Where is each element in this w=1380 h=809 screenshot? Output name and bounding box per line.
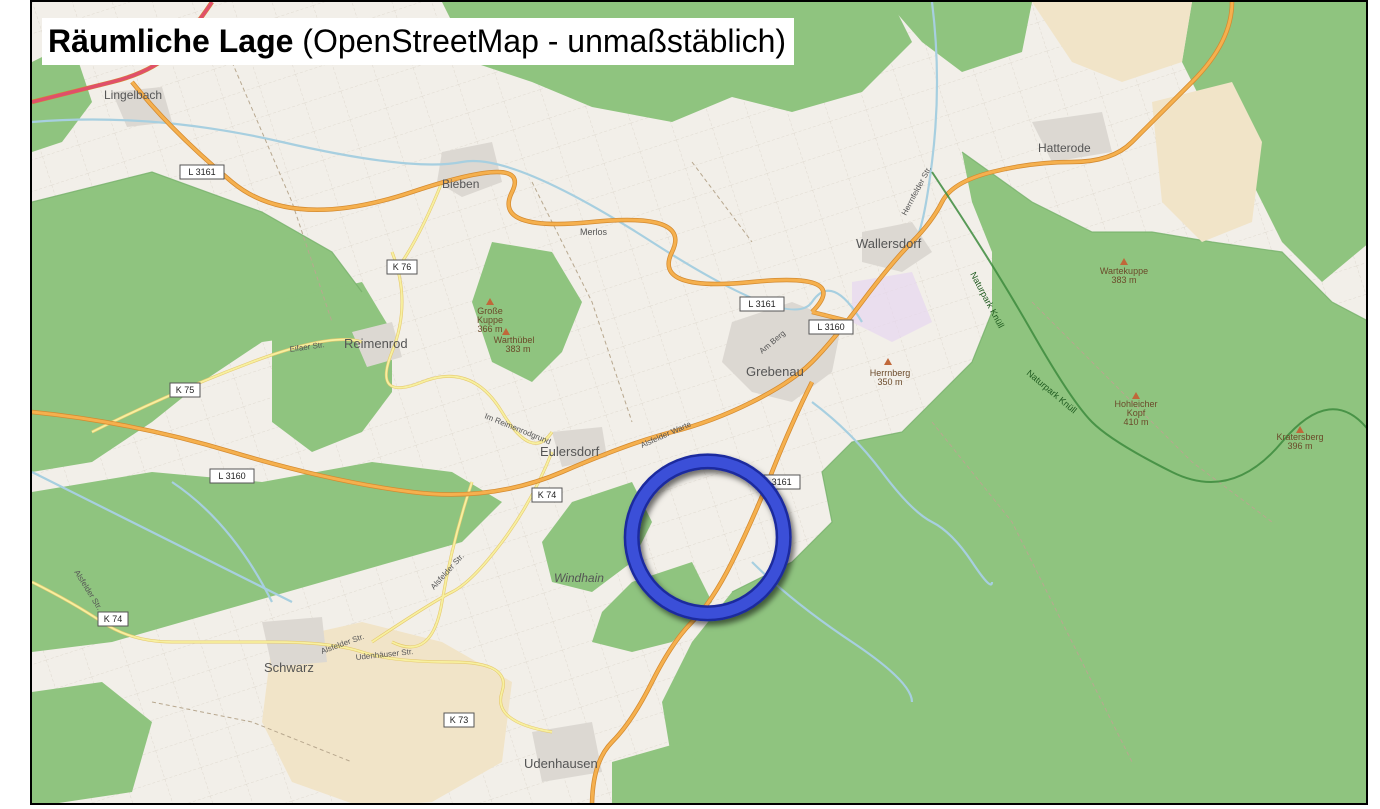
peak-label: Große [477,306,503,316]
road-label: L 3160 [218,471,245,481]
peak-label: Hohleicher [1114,399,1157,409]
peak-label: Kratersberg [1276,432,1323,442]
forest-dark-edges [32,151,1366,593]
place-label: Eulersdorf [540,444,600,459]
road-label-box [97,611,129,627]
peak-icon [884,358,892,365]
peak-label: Herrnberg [870,368,911,378]
map-canvas: L 3161 K 76 L 3161 L 3160 K 75 L 3160 K … [32,2,1366,803]
road-label: K 75 [176,385,195,395]
place-label: Wallersdorf [856,236,922,251]
road-label: L 3161 [764,477,791,487]
road-label: L 3161 [188,167,215,177]
location-marker [623,453,792,622]
road-label-box [169,382,201,398]
peak-label: 366 m [477,324,502,334]
title-normal: (OpenStreetMap - unmaßstäblich) [293,23,787,59]
peak-icon [1132,392,1140,399]
peak-icon [1296,426,1304,433]
road-label-box [443,712,475,728]
peak-label: 350 m [877,377,902,387]
place-labels: Lingelbach Bieben Merlos Hatterode Walle… [104,88,1091,771]
meadow-areas [262,2,1262,803]
place-label: Lingelbach [104,88,162,102]
place-label: Udenhausen [524,756,598,771]
map-title: Räumliche Lage (OpenStreetMap - unmaßstä… [42,18,795,65]
peak-label: Wartekuppe [1100,266,1148,276]
road-label: K 74 [538,490,557,500]
place-label: Reimenrod [344,336,408,351]
peak-label: Kuppe [477,315,503,325]
place-label: Hatterode [1038,141,1091,155]
road-label-box [531,487,563,503]
peak-label: Warthübel [494,335,535,345]
tracks [151,61,1273,763]
road-label-box [209,468,255,484]
map-frame: L 3161 K 76 L 3161 L 3160 K 75 L 3160 K … [30,0,1368,805]
location-ring-highlight [626,455,790,619]
peak-label: 383 m [505,344,530,354]
peak-label: Kopf [1127,408,1146,418]
road-label-box [739,296,785,312]
place-label: Schwarz [264,660,314,675]
road-label-box [808,319,854,335]
forest-areas [32,2,1366,803]
peak-label: 410 m [1123,417,1148,427]
peak-icon [486,298,494,305]
place-label: Merlos [580,227,608,237]
peak-label: 383 m [1111,275,1136,285]
place-label: Windhain [554,571,604,585]
place-label: Bieben [442,177,479,191]
peak-icon [1120,258,1128,265]
title-bold: Räumliche Lage [48,23,294,59]
major-roads [32,2,1234,803]
peak-label: 396 m [1287,441,1312,451]
road-label-box [386,259,418,275]
peak-icon [502,328,510,335]
road-label: L 3160 [817,322,844,332]
nature-park-boundary [931,171,1366,483]
road-label-box [179,164,225,180]
road-label: K 73 [450,715,469,725]
place-label: Grebenau [746,364,804,379]
road-label: K 76 [393,262,412,272]
road-label: L 3161 [748,299,775,309]
peak-labels: Große Kuppe 366 m Warthübel 383 m Wartek… [477,258,1324,451]
road-label: K 74 [104,614,123,624]
